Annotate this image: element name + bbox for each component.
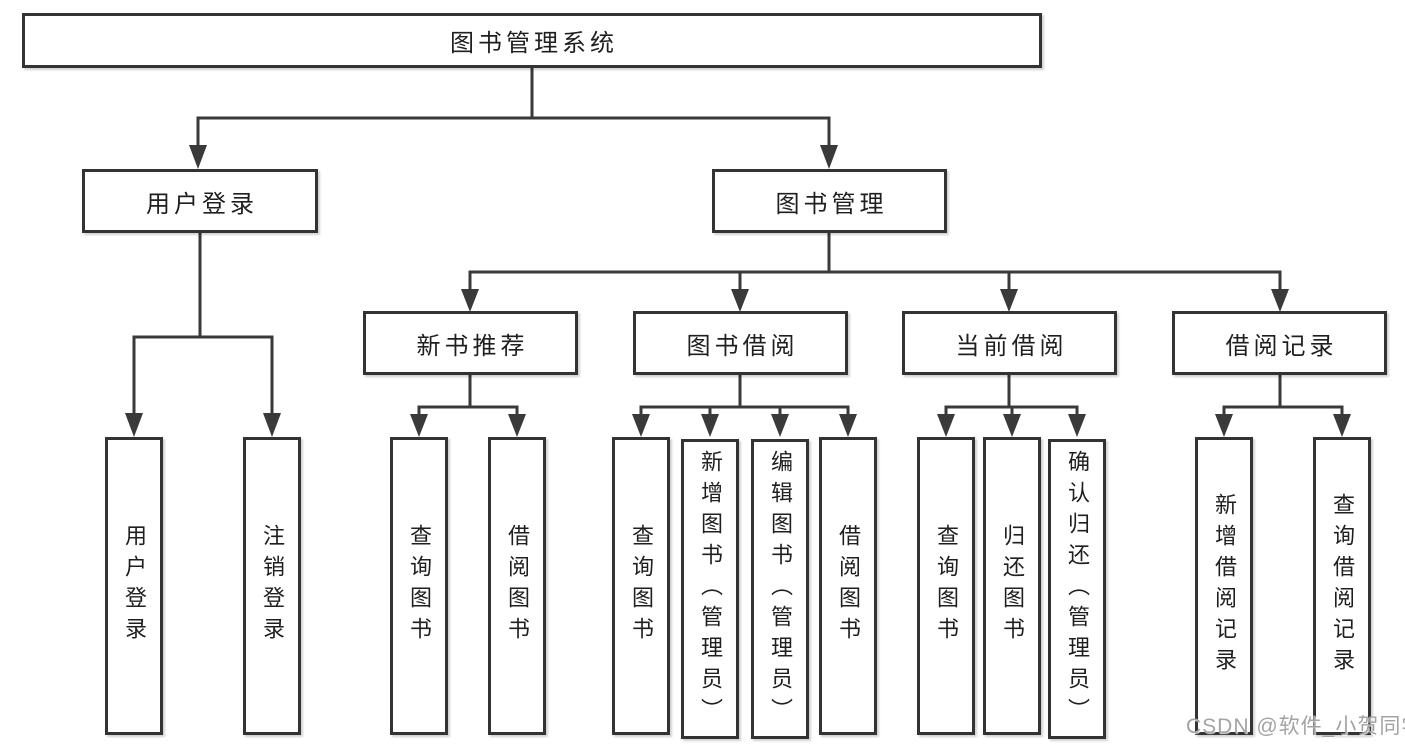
arrow-down-icon (632, 414, 650, 437)
arrow-down-icon (820, 145, 838, 169)
node-library-management-system: 图书管理系统 (22, 13, 1042, 68)
arrow-down-icon (410, 414, 428, 437)
arrow-down-icon (1068, 414, 1086, 437)
arrow-down-icon (937, 414, 955, 437)
arrow-down-icon (125, 413, 143, 437)
leaf-query-books-recommend: 查询图书 (390, 437, 448, 735)
csdn-watermark: CSDN @软件_小贺同学 (1186, 715, 1405, 738)
leaf-add-borrow-record: 新增借阅记录 (1195, 437, 1253, 735)
node-user-login: 用户登录 (82, 169, 318, 233)
node-book-management: 图书管理 (712, 169, 947, 233)
leaf-query-books-borrowing: 查询图书 (612, 437, 670, 735)
leaf-logout: 注销登录 (243, 437, 301, 735)
arrow-down-icon (1215, 414, 1233, 437)
leaf-confirm-return-admin: 确认归还（管理员） (1048, 439, 1106, 739)
arrow-down-icon (731, 289, 749, 312)
arrow-down-icon (1000, 289, 1018, 312)
node-current-borrowing: 当前借阅 (902, 311, 1117, 375)
arrow-down-icon (839, 414, 857, 437)
leaf-query-borrow-record: 查询借阅记录 (1313, 437, 1371, 735)
arrow-down-icon (1271, 289, 1289, 312)
arrow-down-icon (263, 413, 281, 437)
leaf-return-books: 归还图书 (983, 437, 1041, 735)
leaf-query-books-current: 查询图书 (917, 437, 975, 735)
leaf-borrow-books-borrowing: 借阅图书 (819, 437, 877, 735)
arrow-down-icon (1333, 414, 1351, 437)
arrow-down-icon (1003, 414, 1021, 437)
leaf-add-books-admin: 新增图书（管理员） (681, 439, 739, 739)
leaf-edit-books-admin: 编辑图书（管理员） (751, 439, 809, 739)
arrow-down-icon (701, 414, 719, 437)
arrow-down-icon (189, 145, 207, 169)
node-borrow-records: 借阅记录 (1172, 311, 1387, 375)
leaf-user-login: 用户登录 (105, 437, 163, 735)
arrow-down-icon (508, 414, 526, 437)
node-book-borrowing: 图书借阅 (633, 311, 848, 375)
node-new-book-recommend: 新书推荐 (363, 311, 578, 375)
leaf-borrow-books-recommend: 借阅图书 (488, 437, 546, 735)
arrow-down-icon (771, 414, 789, 437)
arrow-down-icon (461, 289, 479, 312)
